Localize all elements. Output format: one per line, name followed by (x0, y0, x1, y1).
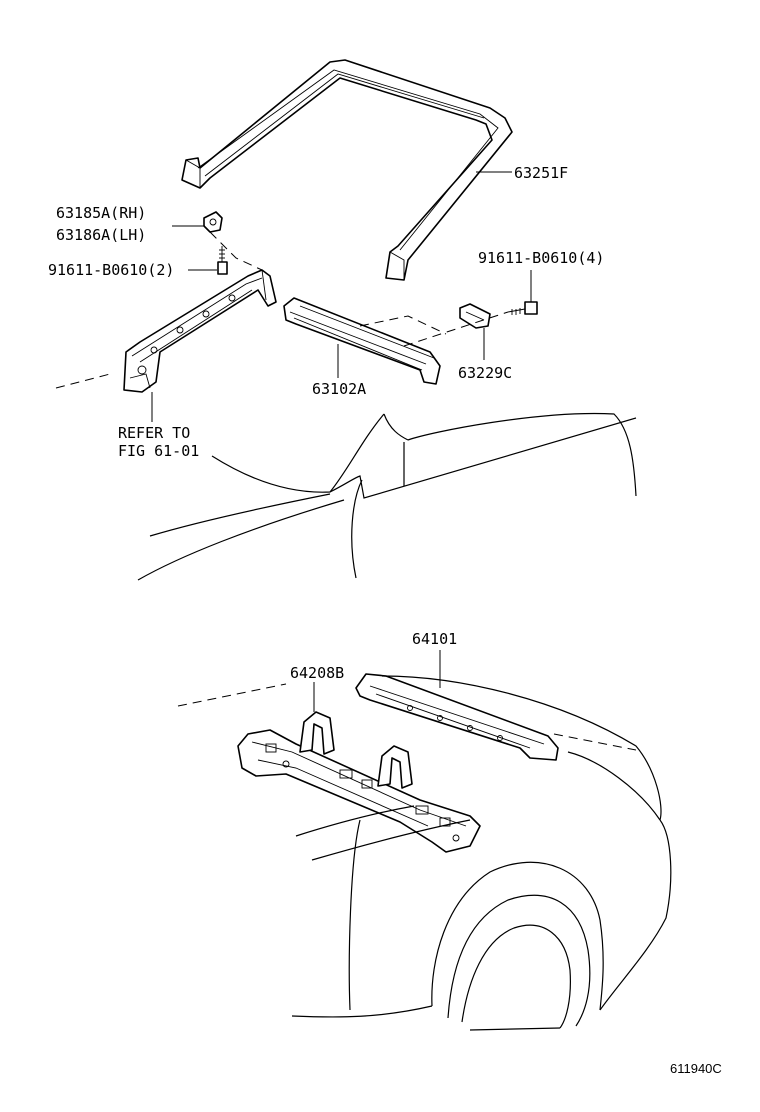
refer-line2: FIG 61-01 (118, 442, 199, 460)
alignment-dash-upper (359, 315, 447, 335)
alignment-dash-left (177, 683, 287, 707)
retainer-label: 63229C (458, 364, 512, 382)
bolt-left-part (217, 246, 228, 275)
roof-seal-part (181, 59, 513, 281)
bracket-part (203, 211, 223, 233)
pillar-part (123, 269, 277, 393)
bracket-rh-label: 63185A(RH) (56, 204, 146, 222)
bracket-lh-label: 63186A(LH) (56, 226, 146, 244)
figure-code: 611940C (670, 1061, 722, 1076)
header-panel-part (283, 297, 441, 385)
hoop-label: 64208B (290, 664, 344, 682)
back-panel-part (355, 673, 559, 761)
roof-seal-label: 63251F (514, 164, 568, 182)
bolt-right-label: 91611-B0610(4) (478, 249, 604, 267)
bolt-right-part (507, 301, 538, 315)
back-panel-label: 64101 (412, 630, 457, 648)
pillar-dash-line (55, 373, 111, 389)
lower-car-body (291, 675, 672, 1031)
upper-car-body (137, 412, 637, 581)
alignment-dash-right (553, 733, 637, 751)
alignment-dash-bolt (403, 311, 509, 347)
hoop-part (237, 711, 481, 853)
header-panel-label: 63102A (312, 380, 366, 398)
bracket-dash-line (209, 231, 263, 271)
refer-line1: REFER TO (118, 424, 190, 442)
bolt-left-label: 91611-B0610(2) (48, 261, 174, 279)
retainer-part (459, 303, 491, 329)
